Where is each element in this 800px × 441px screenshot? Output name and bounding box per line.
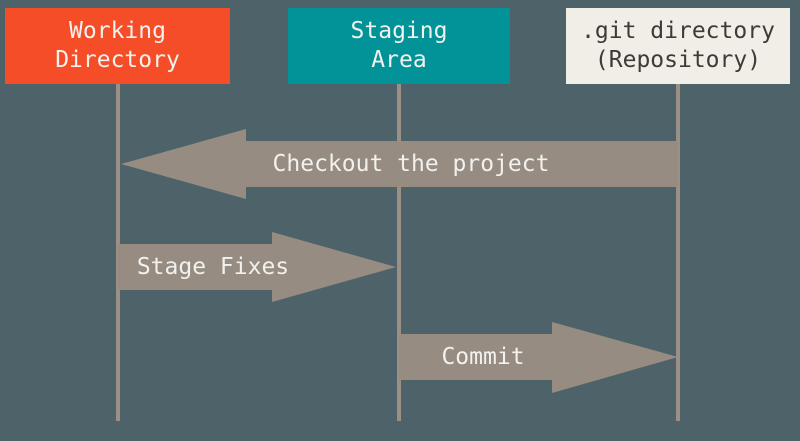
commit-arrow <box>399 322 678 393</box>
git-directory-label-line2: (Repository) <box>594 47 762 73</box>
checkout-arrow-label: Checkout the project <box>272 151 550 177</box>
staging-area-label-line2: Area <box>371 47 427 73</box>
git-directory-box: .git directory (Repository) <box>566 8 790 84</box>
commit-arrow-label: Commit <box>441 344 525 370</box>
git-directory-label-line1: .git directory <box>581 18 775 44</box>
stage-fixes-arrow-label: Stage Fixes <box>136 254 290 280</box>
working-directory-label-line1: Working <box>69 18 166 44</box>
staging-area-box: Staging Area <box>288 8 510 84</box>
staging-area-label-line1: Staging <box>350 18 448 44</box>
stage-fixes-arrow <box>118 232 396 302</box>
checkout-arrow <box>121 129 678 199</box>
staging-area-lifeline <box>397 84 401 421</box>
working-directory-box: Working Directory <box>5 8 230 84</box>
working-directory-label-line2: Directory <box>55 47 180 73</box>
git-directory-lifeline <box>676 84 680 421</box>
